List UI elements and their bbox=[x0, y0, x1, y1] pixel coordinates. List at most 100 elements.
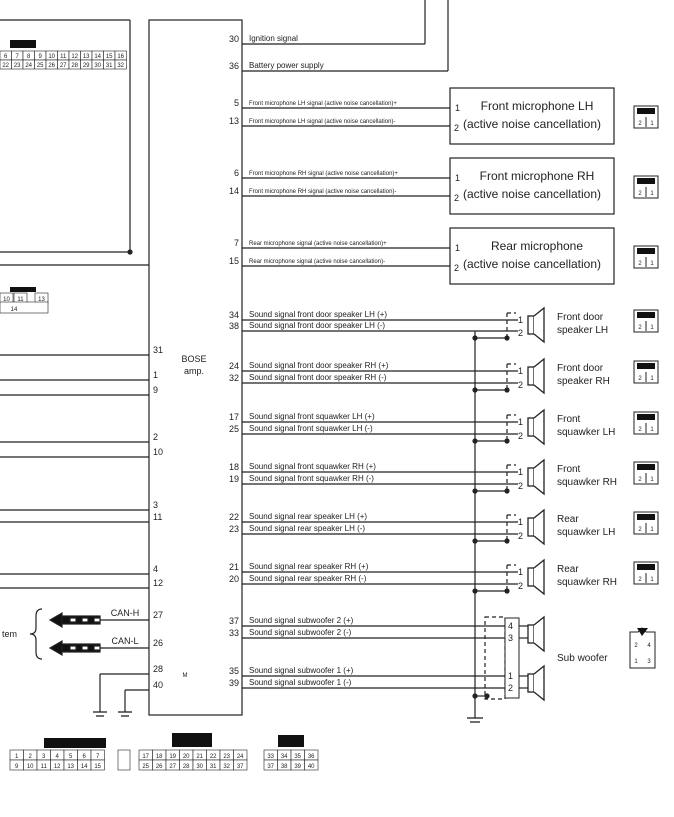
connector-pin: 11 bbox=[60, 54, 67, 60]
connector-pin: 15 bbox=[94, 764, 101, 770]
connector-key bbox=[637, 464, 655, 470]
can-arrow-dash bbox=[93, 617, 101, 623]
microphone-box bbox=[449, 87, 615, 145]
connector-cell bbox=[114, 59, 127, 70]
amp-box bbox=[148, 19, 243, 716]
amp-pin-number: 37 bbox=[229, 616, 239, 626]
signal-label: Sound signal front squawker RH (+) bbox=[249, 462, 376, 471]
signal-label: Sound signal front squawker LH (-) bbox=[249, 424, 373, 433]
connector-key bbox=[637, 514, 655, 520]
connector-pin: 28 bbox=[183, 764, 190, 770]
connector-pin: 2 bbox=[638, 261, 642, 267]
connector-pin: 33 bbox=[267, 754, 274, 760]
connector-pin: 11 bbox=[41, 764, 48, 770]
connector-pin: 2 bbox=[638, 191, 642, 197]
amp-pin-number: 7 bbox=[234, 238, 239, 248]
amp-pin-number: 9 bbox=[153, 385, 158, 395]
connector-pin: 6 bbox=[4, 54, 8, 60]
connector-pin: 13 bbox=[67, 764, 74, 770]
connector-pin: 29 bbox=[83, 63, 90, 69]
microphone-sub-label: (active noise cancellation) bbox=[463, 117, 601, 131]
connector-pin: 27 bbox=[60, 63, 67, 69]
connector-pin: 10 bbox=[3, 297, 10, 303]
microphone-label: Front microphone RH bbox=[480, 169, 595, 183]
motor-label: M bbox=[183, 673, 188, 679]
signal-label: Sound signal front door speaker RH (+) bbox=[249, 361, 389, 370]
connector-pin: 32 bbox=[223, 764, 230, 770]
connector-pin: 1 bbox=[650, 527, 654, 533]
connector-pin: 11 bbox=[17, 297, 24, 303]
speaker-label: Front door bbox=[557, 363, 604, 374]
connector-pin: 24 bbox=[237, 754, 244, 760]
connector-key bbox=[10, 287, 36, 292]
connector-pin: 25 bbox=[142, 764, 149, 770]
connector-pin: 4 bbox=[647, 643, 651, 649]
signal-label: Rear microphone signal (active noise can… bbox=[249, 241, 387, 247]
connector-pin: 8 bbox=[27, 54, 31, 60]
speaker-label: Front door bbox=[557, 312, 604, 323]
can-arrow-dash bbox=[81, 645, 89, 651]
connector-pin: 15 bbox=[106, 54, 113, 60]
connector-cell bbox=[90, 759, 105, 771]
subwoofer-pin: 3 bbox=[508, 633, 513, 643]
connector-pin: 26 bbox=[48, 63, 55, 69]
connector-pin: 13 bbox=[83, 54, 90, 60]
speaker-pin: 1 bbox=[518, 315, 523, 325]
amp-pin-number: 27 bbox=[153, 610, 163, 620]
speaker-pin: 1 bbox=[518, 467, 523, 477]
microphone-box bbox=[449, 157, 615, 215]
signal-label: Front microphone LH signal (active noise… bbox=[249, 119, 395, 125]
amp-pin-number: 25 bbox=[229, 424, 239, 434]
connector-pin: 1 bbox=[650, 191, 654, 197]
signal-label: Sound signal front squawker RH (-) bbox=[249, 474, 374, 483]
connector-pin: 32 bbox=[117, 63, 124, 69]
connector-pin: 9 bbox=[39, 54, 43, 60]
connector-pin: 14 bbox=[11, 307, 18, 313]
mic-pin: 1 bbox=[455, 103, 460, 113]
amp-pin-number: 31 bbox=[153, 345, 163, 355]
mic-pin: 2 bbox=[454, 123, 459, 133]
signal-label: Ignition signal bbox=[249, 34, 298, 43]
connector-pin: 10 bbox=[48, 54, 55, 60]
system-label: tem bbox=[2, 629, 17, 639]
mic-pin: 1 bbox=[455, 173, 460, 183]
connector-cell bbox=[0, 301, 49, 314]
speaker-icon bbox=[533, 508, 545, 546]
signal-label: Sound signal subwoofer 1 (+) bbox=[249, 666, 354, 675]
connector-pin: 1 bbox=[650, 325, 654, 331]
connector-pin: 7 bbox=[96, 754, 100, 760]
signal-label: Front microphone RH signal (active noise… bbox=[249, 171, 398, 177]
speaker-label: speaker RH bbox=[557, 376, 610, 387]
system-brace bbox=[29, 608, 43, 660]
connector-pin: 30 bbox=[94, 63, 101, 69]
junction-dot bbox=[127, 249, 133, 255]
amp-pin-number: 36 bbox=[229, 61, 239, 71]
connector-pin: 38 bbox=[281, 764, 288, 770]
speaker-icon bbox=[533, 408, 545, 446]
connector-pin: 26 bbox=[156, 764, 163, 770]
connector-pin: 6 bbox=[83, 754, 87, 760]
connector-pin: 14 bbox=[81, 764, 88, 770]
amp-pin-number: 5 bbox=[234, 98, 239, 108]
subwoofer-pin: 1 bbox=[508, 671, 513, 681]
connector-pin: 22 bbox=[2, 63, 9, 69]
connector-key bbox=[10, 40, 36, 48]
speaker-pin: 2 bbox=[518, 431, 523, 441]
signal-label: Sound signal subwoofer 1 (-) bbox=[249, 678, 352, 687]
speaker-icon bbox=[527, 417, 535, 437]
connector-key bbox=[44, 738, 106, 748]
amp-pin-number: 6 bbox=[234, 168, 239, 178]
amp-pin-number: 32 bbox=[229, 373, 239, 383]
speaker-icon bbox=[533, 458, 545, 496]
speaker-label: Front bbox=[557, 464, 581, 475]
connector-pin: 30 bbox=[196, 764, 203, 770]
can-arrow-dash bbox=[69, 617, 77, 623]
microphone-sub-label: (active noise cancellation) bbox=[463, 187, 601, 201]
amp-pin-number: 2 bbox=[153, 432, 158, 442]
speaker-pin: 1 bbox=[518, 517, 523, 527]
amp-pin-number: 1 bbox=[153, 370, 158, 380]
connector-pin: 31 bbox=[210, 764, 217, 770]
subwoofer-connector-icon bbox=[629, 627, 656, 669]
connector-pin: 2 bbox=[29, 754, 33, 760]
signal-label: Rear microphone signal (active noise can… bbox=[249, 259, 385, 265]
